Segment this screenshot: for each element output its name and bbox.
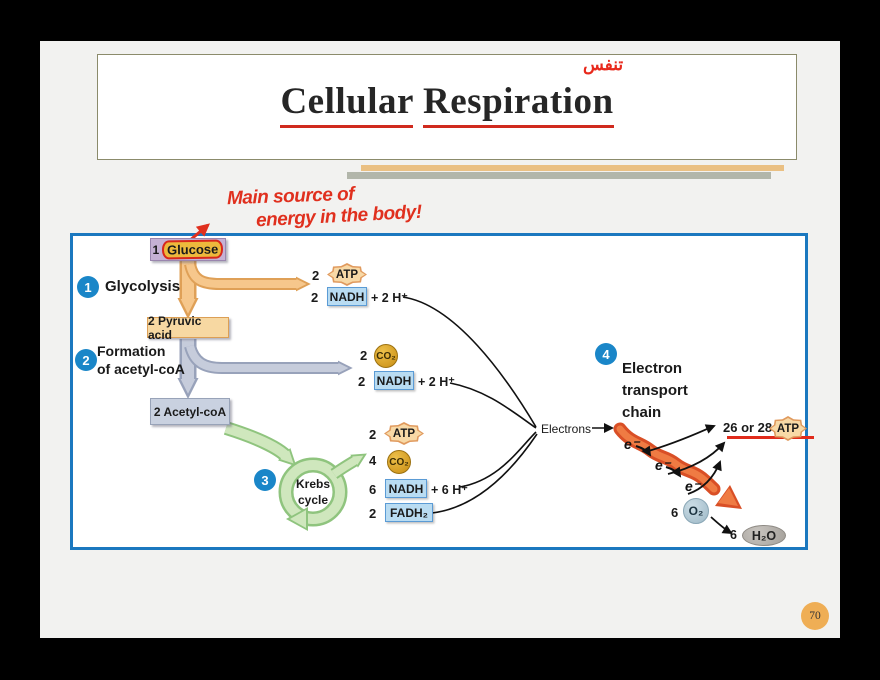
formation-nadh-suffix: + 2 H⁺ bbox=[418, 375, 455, 389]
pyruvic-acid-node: 2 Pyruvic acid bbox=[147, 314, 229, 342]
step4-label-line1: Electron bbox=[622, 360, 683, 377]
electron-symbol-3: e⁻ bbox=[685, 478, 701, 494]
glycolysis-arrows bbox=[177, 259, 311, 320]
glucose-count: 1 bbox=[152, 242, 160, 257]
krebs-atp-count: 2 bbox=[369, 427, 377, 442]
etc-output-arrows bbox=[644, 424, 733, 535]
krebs-co2-count: 4 bbox=[369, 453, 377, 468]
step2-label-line1: Formation bbox=[97, 343, 166, 359]
step4-label-line3: chain bbox=[622, 404, 662, 421]
glucose-highlight: Glucose bbox=[162, 239, 224, 260]
etc-atp-text: ATP bbox=[771, 418, 805, 439]
formation-co2-count: 2 bbox=[360, 348, 368, 363]
krebs-atp-text: ATP bbox=[386, 424, 422, 443]
etc-atp-star: ATP bbox=[769, 416, 807, 441]
electron-symbol-2: e⁻ bbox=[655, 457, 671, 473]
glycolysis-atp-count: 2 bbox=[312, 268, 320, 283]
step2-badge: 2 bbox=[75, 349, 97, 371]
formation-arrows bbox=[177, 339, 353, 400]
step4-badge: 4 bbox=[595, 343, 617, 365]
title-box bbox=[97, 54, 797, 160]
krebs-fadh2-count: 2 bbox=[369, 506, 377, 521]
step4-label-line2: transport bbox=[622, 382, 688, 399]
krebs-label-line1: Krebs bbox=[295, 477, 330, 491]
step3-badge: 3 bbox=[254, 469, 276, 491]
h2o-oval: H₂O bbox=[742, 525, 786, 546]
title-word-respiration: Respiration bbox=[423, 81, 614, 128]
o2-circle: O₂ bbox=[683, 498, 709, 524]
krebs-nadh-suffix: + 6 H⁺ bbox=[431, 483, 468, 497]
glucose-node: 1 Glucose bbox=[150, 238, 226, 261]
decor-bar-orange bbox=[361, 165, 784, 171]
formation-nadh-count: 2 bbox=[358, 374, 366, 389]
electron-carrier-curves bbox=[402, 296, 614, 514]
formation-nadh-box: NADH bbox=[374, 371, 414, 390]
krebs-cycle-arrows bbox=[223, 421, 367, 531]
krebs-nadh-count: 6 bbox=[369, 482, 377, 497]
electrons-label: Electrons bbox=[541, 422, 592, 436]
formation-co2-circle: CO₂ bbox=[374, 344, 398, 368]
krebs-nadh-box: NADH bbox=[385, 479, 427, 498]
electron-symbol-1: e⁻ bbox=[624, 436, 640, 452]
krebs-co2-circle: CO₂ bbox=[387, 450, 411, 474]
krebs-fadh2-box: FADH₂ bbox=[385, 503, 433, 522]
acetyl-coa-node: 2 Acetyl-coA bbox=[150, 398, 230, 425]
glycolysis-nadh-count: 2 bbox=[311, 290, 319, 305]
h2o-count: 6 bbox=[730, 528, 737, 542]
krebs-label-line2: cycle bbox=[297, 493, 329, 507]
krebs-cycle-label: Krebs cycle bbox=[286, 476, 340, 508]
step1-label: Glycolysis bbox=[105, 278, 181, 295]
step1-badge: 1 bbox=[77, 276, 99, 298]
handwritten-underline-atp bbox=[727, 436, 814, 439]
glycolysis-atp-star: ATP bbox=[327, 263, 367, 286]
glycolysis-nadh-box: NADH bbox=[327, 287, 367, 306]
step2-label-line2: of acetyl-coA bbox=[97, 361, 185, 377]
glycolysis-atp-text: ATP bbox=[329, 265, 365, 284]
etc-atp-count: 26 or 28 bbox=[723, 420, 773, 435]
o2-count: 6 bbox=[671, 505, 679, 520]
handwritten-arabic-note: تنفس bbox=[583, 55, 624, 74]
page-title: Cellular Respiration bbox=[97, 80, 797, 128]
page-number-badge: 70 bbox=[801, 602, 829, 630]
title-word-cellular: Cellular bbox=[280, 81, 414, 128]
decor-bar-gray bbox=[347, 172, 771, 179]
glycolysis-nadh-suffix: + 2 H⁺ bbox=[371, 291, 408, 305]
krebs-atp-star: ATP bbox=[384, 422, 424, 445]
